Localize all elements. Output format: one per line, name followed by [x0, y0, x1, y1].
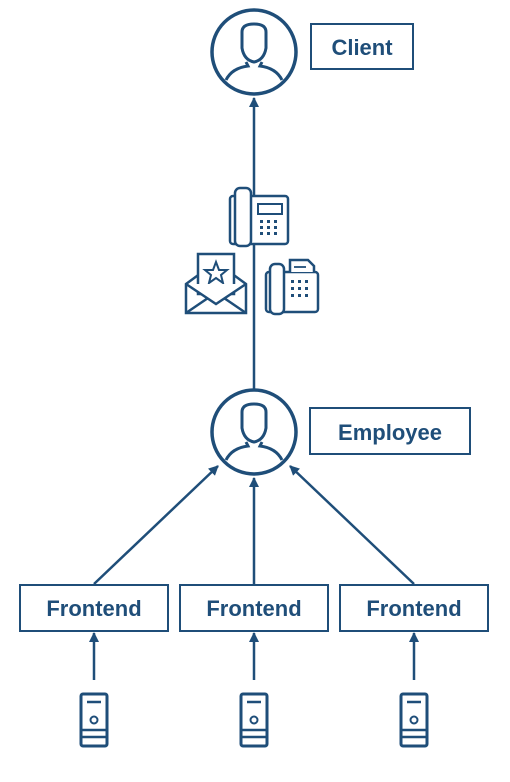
client-label: Client: [331, 35, 393, 60]
frontend-label-2: Frontend: [206, 596, 301, 621]
employee-label-box: [309, 407, 471, 455]
mail-icon: [184, 252, 248, 315]
client-label-box: [310, 23, 414, 70]
server-icon-2: [239, 692, 269, 748]
frontend-1-to-employee-arrow: [93, 465, 219, 585]
fax-icon: [264, 258, 320, 316]
employee-label: Employee: [338, 420, 442, 445]
frontend-box-1: [19, 584, 169, 632]
server-icon-3: [399, 692, 429, 748]
phone-icon: [228, 186, 290, 248]
employee-user-icon: [210, 388, 298, 476]
frontend-box-2: [179, 584, 329, 632]
frontend-label-3: Frontend: [366, 596, 461, 621]
server-icon-1: [79, 692, 109, 748]
frontend-box-3: [339, 584, 489, 632]
frontend-3-to-employee-arrow: [289, 465, 415, 585]
client-user-icon: [210, 8, 298, 96]
frontend-label-1: Frontend: [46, 596, 141, 621]
